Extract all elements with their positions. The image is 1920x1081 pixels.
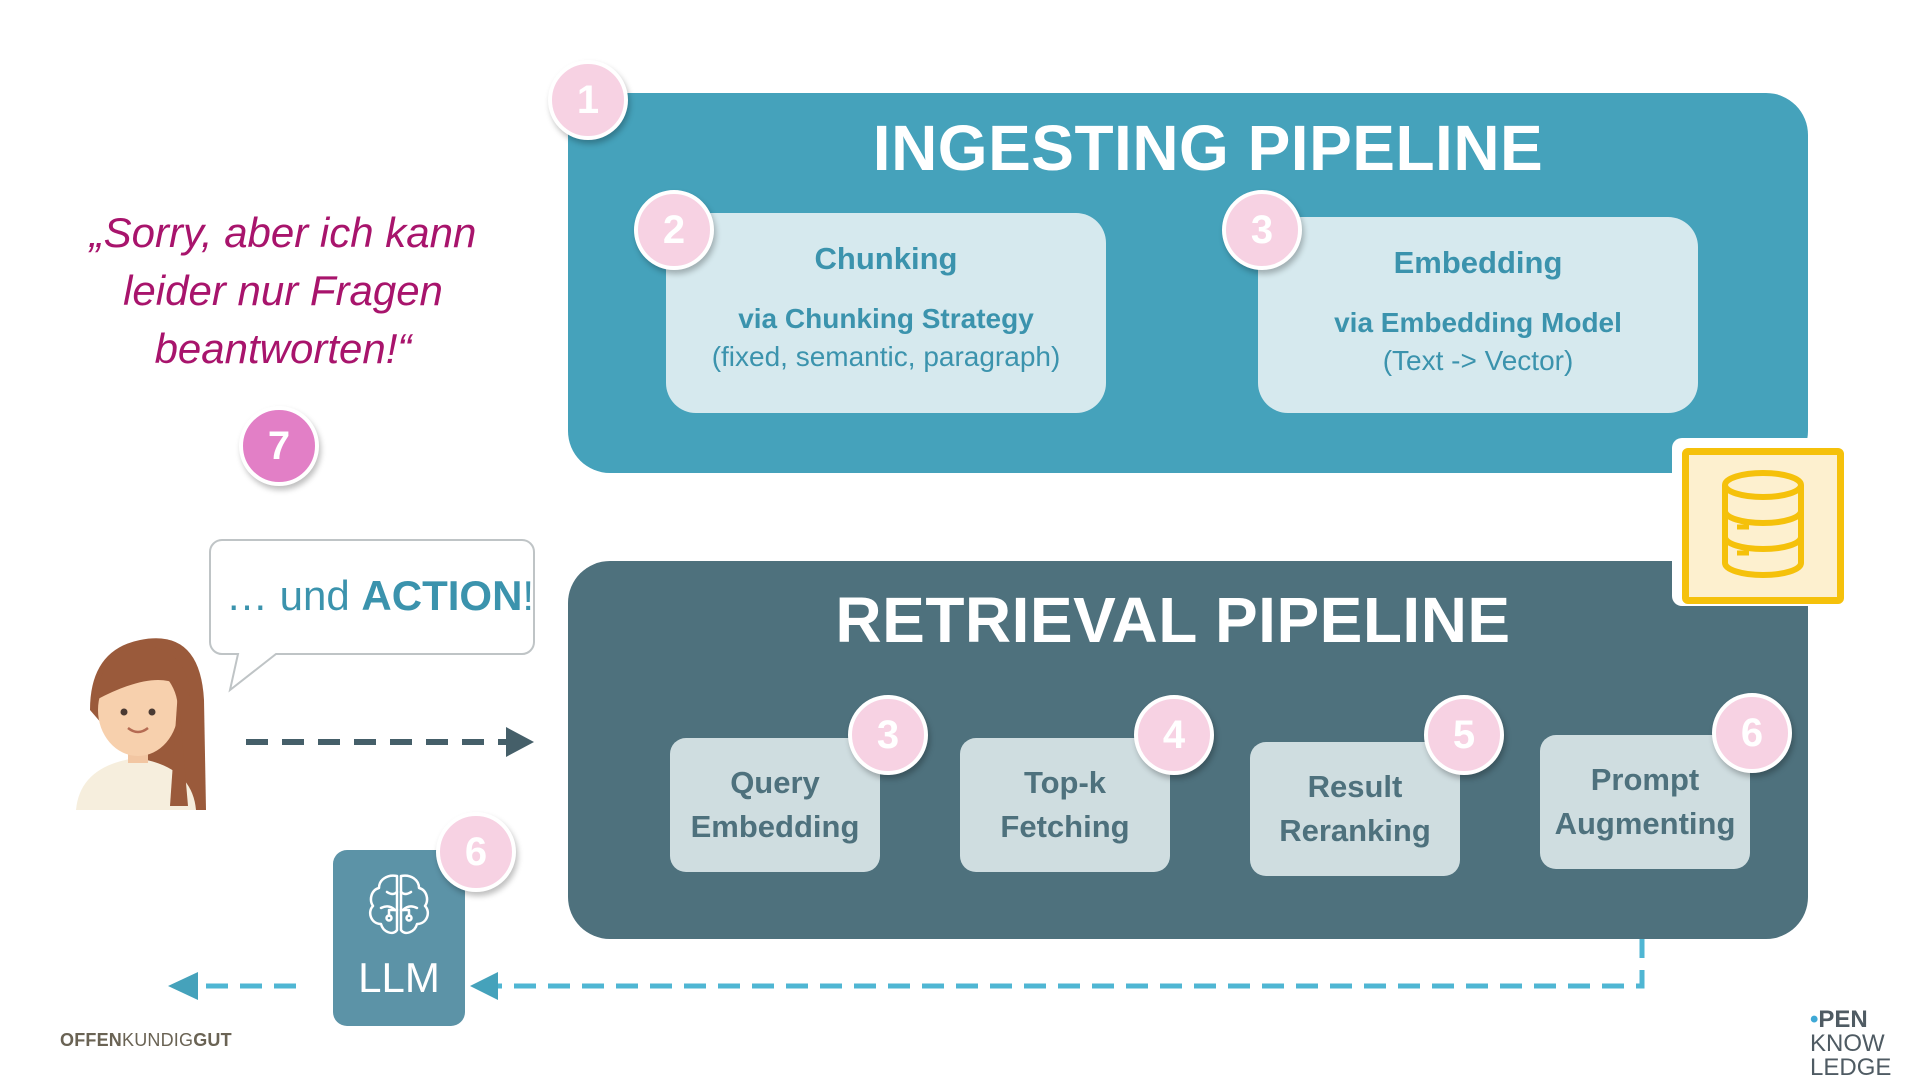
badge-query-embedding-step: 3 xyxy=(848,695,928,775)
query-embedding-line-2: Embedding xyxy=(690,809,860,844)
badge-ingest-step: 1 xyxy=(548,60,628,140)
bubble-suffix: ! xyxy=(522,572,535,619)
logo-left-part-1: OFFEN xyxy=(60,1030,122,1050)
topk-fetching-box: Top-k Fetching xyxy=(960,738,1170,872)
embedding-method: via Embedding Model xyxy=(1334,307,1622,338)
open-knowledge-logo: •PEN KNOW LEDGE xyxy=(1810,1008,1910,1080)
result-reranking-box: Result Reranking xyxy=(1250,742,1460,876)
brain-icon xyxy=(369,874,429,935)
embedding-box: Embedding via Embedding Model (Text -> V… xyxy=(1258,217,1698,413)
badge-action-step: 7 xyxy=(239,406,319,486)
person-avatar-icon xyxy=(76,638,206,810)
logo-right-line-1: PEN xyxy=(1818,1006,1868,1033)
arrow-head xyxy=(506,727,534,757)
prompt-augmenting-line-2: Augmenting xyxy=(1554,806,1736,841)
open-logo-mark: • xyxy=(1810,1006,1819,1033)
database-frame xyxy=(1682,448,1844,604)
badge-embedding-step: 3 xyxy=(1222,190,1302,270)
chunking-detail: (fixed, semantic, paragraph) xyxy=(711,341,1061,372)
quote-line-1: „Sorry, aber ich kann xyxy=(89,209,477,256)
query-embedding-box: Query Embedding xyxy=(670,738,880,872)
embedding-title: Embedding xyxy=(1393,245,1563,280)
topk-fetching-line-1: Top-k xyxy=(1023,765,1107,800)
result-reranking-line-2: Reranking xyxy=(1279,813,1431,848)
badge-llm-step: 6 xyxy=(436,812,516,892)
topk-fetching-line-2: Fetching xyxy=(1000,809,1130,844)
badge-result-reranking-step: 5 xyxy=(1424,695,1504,775)
quote-text: „Sorry, aber ich kann leider nur Fragen … xyxy=(68,204,498,378)
logo-left-part-3: GUT xyxy=(193,1030,232,1050)
prompt-augmenting-line-1: Prompt xyxy=(1590,762,1700,797)
speech-bubble xyxy=(209,539,535,693)
offenkundiggut-logo: OFFENKUNDIGGUT xyxy=(60,1030,232,1051)
quote-line-3: beantworten!“ xyxy=(154,325,412,372)
query-embedding-line-1: Query xyxy=(730,765,820,800)
llm-label: LLM xyxy=(358,954,440,1001)
embedding-detail: (Text -> Vector) xyxy=(1382,345,1574,376)
logo-right-line-2: KNOW xyxy=(1810,1030,1885,1057)
llm-box: LLM xyxy=(333,850,465,1026)
badge-chunking-step: 2 xyxy=(634,190,714,270)
vector-database xyxy=(1672,438,1850,606)
bubble-emphasis: ACTION xyxy=(361,572,523,619)
chunking-box: Chunking via Chunking Strategy (fixed, s… xyxy=(666,213,1106,413)
ingesting-pipeline-title: INGESTING PIPELINE xyxy=(872,112,1544,184)
database-icon xyxy=(1722,470,1804,578)
chunking-title: Chunking xyxy=(814,241,958,276)
ingesting-pipeline-panel: INGESTING PIPELINE Chunking via Chunking… xyxy=(568,93,1808,473)
speech-bubble-text: … und ACTION! xyxy=(226,572,534,620)
bubble-prefix: … und xyxy=(226,572,362,619)
prompt-augmenting-box: Prompt Augmenting xyxy=(1540,735,1750,869)
chunking-method: via Chunking Strategy xyxy=(738,303,1034,334)
result-reranking-line-1: Result xyxy=(1307,769,1403,804)
logo-left-part-2: KUNDIG xyxy=(122,1030,194,1050)
logo-right-line-3: LEDGE xyxy=(1810,1054,1892,1081)
badge-topk-fetching-step: 4 xyxy=(1134,695,1214,775)
retrieval-pipeline-title: RETRIEVAL PIPELINE xyxy=(835,584,1511,656)
quote-line-2: leider nur Fragen xyxy=(123,267,443,314)
badge-prompt-augmenting-step: 6 xyxy=(1712,693,1792,773)
